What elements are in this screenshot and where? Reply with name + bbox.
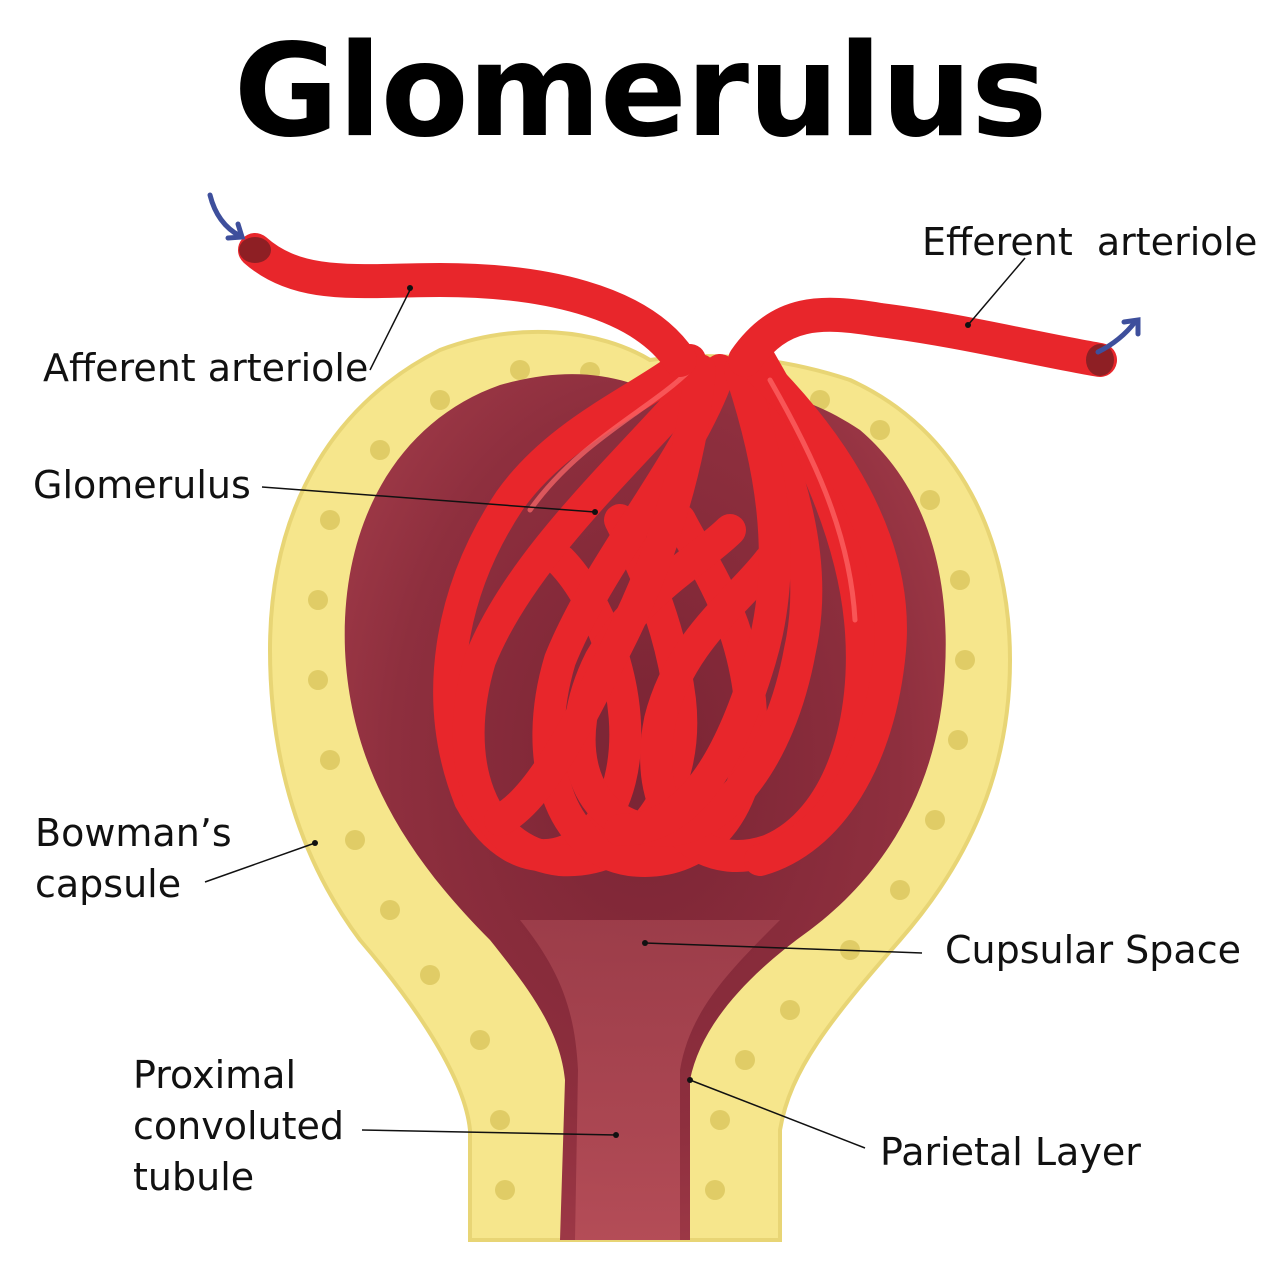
label-cupsular-space: Cupsular Space (945, 928, 1241, 972)
label-afferent-arteriole: Afferent arteriole (43, 346, 369, 390)
label-proximal-tubule: Proximal convoluted tubule (133, 1053, 345, 1199)
capillary-highlights (527, 367, 858, 623)
label-glomerulus: Glomerulus (33, 463, 251, 507)
glomerular-capillaries (433, 344, 907, 877)
label-parietal-layer: Parietal Layer (880, 1130, 1141, 1174)
tubule-lumen (520, 920, 780, 1240)
leader-lines (204, 257, 1026, 1149)
label-bowmans-capsule: Bowman’s capsule (35, 811, 232, 906)
efferent-opening (1086, 344, 1114, 376)
efferent-arteriole (728, 297, 1117, 377)
capsule-cell-nuclei (308, 360, 975, 1200)
afferent-arteriole (238, 233, 697, 377)
leader-dots (312, 285, 971, 1138)
page-title: Glomerulus (233, 17, 1048, 166)
afferent-opening (239, 237, 271, 263)
label-efferent-arteriole: Efferent arteriole (922, 220, 1258, 264)
flow-arrows (207, 192, 1141, 355)
